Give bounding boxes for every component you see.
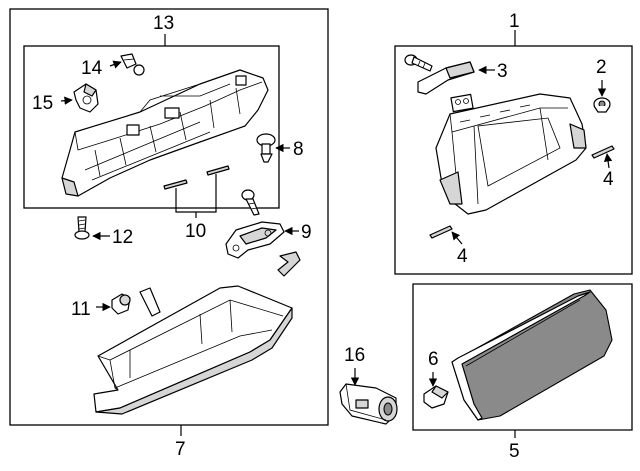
callout-15-arrow <box>60 96 73 105</box>
clip-14-part <box>120 53 145 76</box>
callout-11: 11 <box>71 299 91 320</box>
callout-1: 1 <box>509 11 520 32</box>
callout-4b-arrow <box>451 231 463 245</box>
lock-cylinder-16-part <box>339 383 398 425</box>
callout-9: 9 <box>301 222 312 243</box>
bracket-3-part <box>417 61 475 113</box>
hinge-15-part <box>73 83 99 113</box>
callout-10: 10 <box>185 221 206 242</box>
callout-7: 7 <box>175 439 186 460</box>
callout-3: 3 <box>497 61 508 82</box>
callout-2: 2 <box>596 57 607 78</box>
pin-8-part <box>256 133 276 163</box>
latch-spring-part <box>277 251 301 277</box>
screw-2-part <box>593 97 611 113</box>
bumper-11-part <box>111 293 131 315</box>
glove-box-bin-part <box>93 285 293 415</box>
bolt-part <box>241 189 260 216</box>
bolt-1-part <box>404 54 433 72</box>
callout-12: 12 <box>112 227 133 248</box>
rod-4b-part <box>429 225 453 239</box>
callout-8: 8 <box>293 139 304 160</box>
screw-12-part <box>74 216 90 240</box>
glove-box-door-part <box>61 69 269 197</box>
callout-4a: 4 <box>603 169 614 190</box>
callout-13: 13 <box>153 13 174 34</box>
latch-9-part <box>225 221 285 259</box>
callout-6: 6 <box>428 349 439 370</box>
callout-16: 16 <box>344 345 365 366</box>
glove-box-lid-part <box>451 289 613 421</box>
rods-10-part <box>163 165 230 190</box>
rod-4a-part <box>591 145 615 159</box>
subassembly-13-frame <box>23 45 280 209</box>
assembly-1-frame <box>394 45 633 275</box>
callout-14-arrow <box>109 60 122 69</box>
assembly-7-frame <box>9 8 329 426</box>
callout-5: 5 <box>509 441 520 462</box>
clip-6-part <box>423 385 449 409</box>
callout-4b: 4 <box>457 246 468 267</box>
glove-box-housing-part <box>435 93 587 215</box>
callout-10-bracket <box>175 174 217 213</box>
callout-14: 14 <box>81 58 103 79</box>
callout-15: 15 <box>32 93 53 114</box>
assembly-5-frame <box>412 283 633 431</box>
callout-4a-arrow <box>603 153 613 169</box>
